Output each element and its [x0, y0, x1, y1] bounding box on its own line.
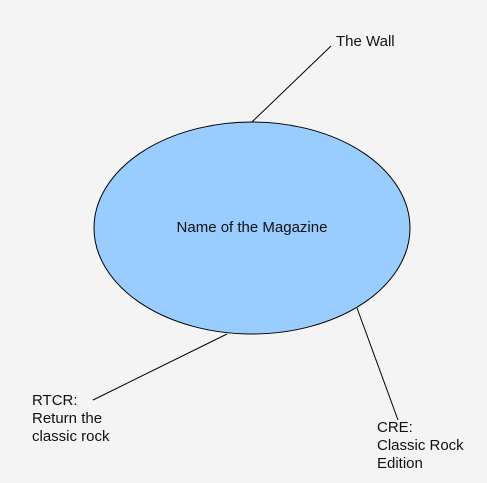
branch-line: RTCR: — [32, 392, 78, 409]
branch-line: classic rock — [32, 428, 110, 445]
connector-left — [92, 333, 228, 401]
branch-label-rtcr: RTCR: Return the classic rock — [32, 392, 110, 446]
branch-line: Classic Rock — [377, 437, 464, 454]
center-ellipse — [93, 121, 411, 335]
branch-line: The Wall — [336, 33, 395, 50]
connector-top — [251, 45, 332, 123]
center-label: Name of the Magazine — [176, 219, 328, 236]
branch-label-cre: CRE: Classic Rock Edition — [377, 419, 464, 473]
branch-line: CRE: — [377, 419, 413, 436]
branch-label-the-wall: The Wall — [336, 33, 395, 51]
branch-line: Edition — [377, 455, 423, 472]
branch-line: Return the — [32, 410, 103, 427]
connector-right — [356, 307, 399, 421]
